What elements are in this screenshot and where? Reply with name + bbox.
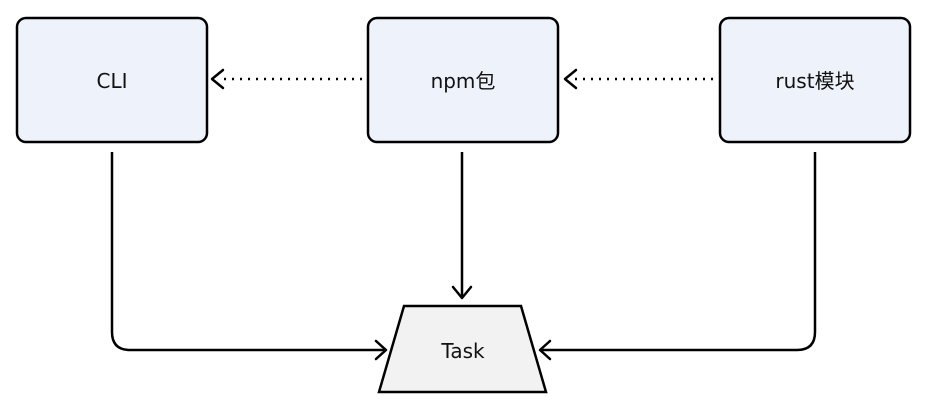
edge-rust-to-task-arrowhead	[538, 339, 552, 361]
node-rust-box	[718, 16, 912, 144]
edge-npm-to-task	[451, 152, 473, 300]
edge-rust-to-npm-arrowhead	[563, 68, 578, 90]
edge-npm-to-cli-arrowhead	[210, 68, 225, 90]
node-rust[interactable]: rust模块	[718, 16, 912, 144]
edge-rust-to-task-line	[542, 152, 817, 352]
edge-npm-to-task-arrowhead	[451, 285, 473, 300]
node-cli-label: CLI	[96, 69, 127, 93]
edge-rust-to-task	[538, 152, 817, 361]
edge-cli-to-task-arrowhead	[374, 339, 388, 361]
node-task[interactable]: Task	[377, 304, 548, 394]
node-rust-label: rust模块	[775, 69, 854, 93]
edge-rust-to-npm	[563, 68, 713, 90]
node-cli-box	[15, 16, 209, 144]
node-task-shape	[377, 304, 548, 394]
node-task-label: Task	[440, 339, 485, 363]
edge-npm-to-cli	[210, 68, 362, 90]
node-npm-box	[366, 16, 560, 144]
node-npm-label: npm包	[431, 69, 496, 93]
edge-cli-to-task-line	[110, 152, 384, 352]
node-cli[interactable]: CLI	[15, 16, 209, 144]
node-npm[interactable]: npm包	[366, 16, 560, 144]
edge-cli-to-task	[110, 152, 388, 361]
